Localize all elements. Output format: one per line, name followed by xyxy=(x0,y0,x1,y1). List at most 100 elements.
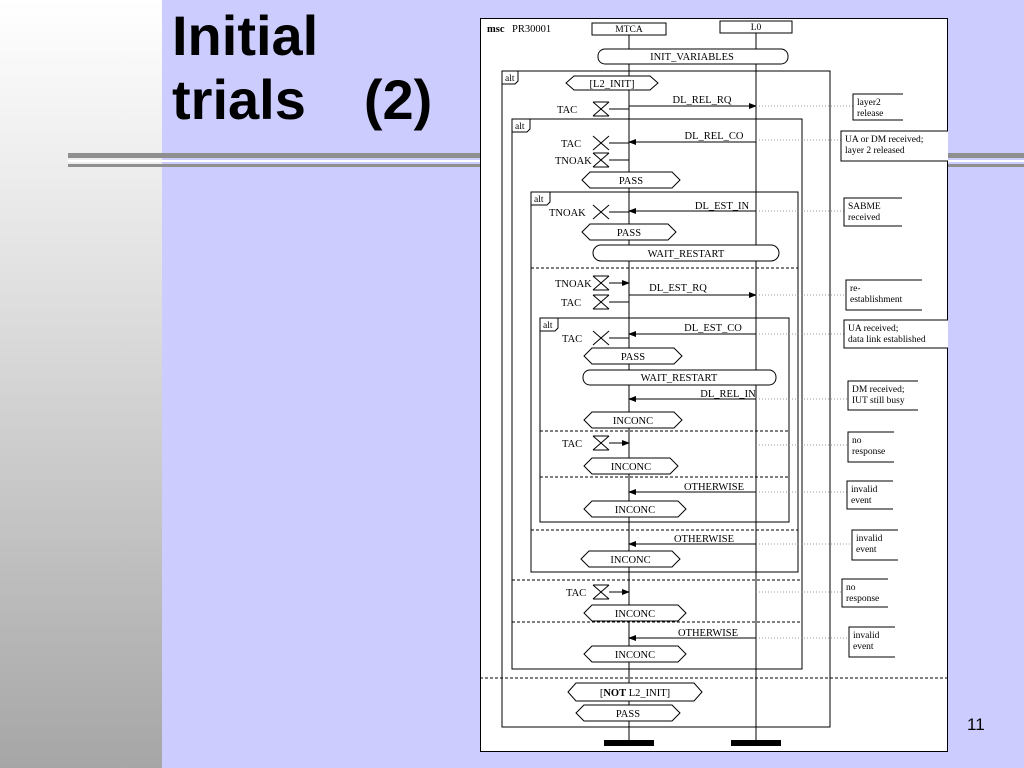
comment-text: event xyxy=(851,496,872,506)
comment-text: response xyxy=(846,594,879,604)
timer-set-icon: TAC xyxy=(566,584,630,600)
condition-pass-label: PASS xyxy=(619,176,643,187)
condition-init-variables-label: INIT_VARIABLES xyxy=(650,52,734,63)
condition-inconc: INCONC xyxy=(583,411,683,429)
comment-text: invalid xyxy=(851,485,878,495)
condition-l2-init: [L2_INIT] xyxy=(565,75,659,91)
message-label: OTHERWISE xyxy=(678,628,738,639)
message-label: DL_EST_IN xyxy=(695,201,750,212)
alt-label-4: alt xyxy=(543,321,553,331)
comment-text: DM received; xyxy=(852,385,905,395)
timer-timeout-icon: TAC xyxy=(561,135,629,151)
message-label: DL_REL_RQ xyxy=(673,95,732,106)
timer-set-icon: TNOAK xyxy=(555,275,630,291)
alt-frame-3 xyxy=(530,191,799,573)
condition-pass: PASS xyxy=(581,171,681,189)
condition-not-l2-init-label: [NOT L2_INIT] xyxy=(600,688,670,699)
slide-left-strip xyxy=(0,0,162,768)
alt-frame-4 xyxy=(539,317,790,523)
page-number: 11 xyxy=(967,715,985,734)
condition-inconc: INCONC xyxy=(583,604,687,622)
comment-box: UA or DM received;layer 2 released xyxy=(756,130,948,162)
condition-pass: PASS xyxy=(575,704,681,722)
timer-label: TNOAK xyxy=(549,208,586,219)
timer-timeout-icon: TNOAK xyxy=(549,204,629,220)
slide-title: Initial trials(2) xyxy=(172,4,432,132)
message-label: OTHERWISE xyxy=(684,482,744,493)
timer-label: TAC xyxy=(561,139,581,150)
condition-inconc-label: INCONC xyxy=(610,555,650,566)
comment-text: SABME xyxy=(848,202,881,212)
comment-box: UA received;data link established xyxy=(756,319,948,349)
alt-label-3: alt xyxy=(534,195,544,205)
comment-text: UA received; xyxy=(848,324,898,334)
alt-frame-2 xyxy=(511,118,803,670)
condition-wait-restart xyxy=(582,369,777,386)
condition-inconc-label: INCONC xyxy=(615,609,655,620)
condition-wait-restart-label: WAIT_RESTART xyxy=(648,249,725,260)
condition-inconc-label: INCONC xyxy=(615,505,655,516)
message-label: DL_REL_IN xyxy=(700,389,756,400)
title-word: trials xyxy=(172,68,306,131)
timer-set-icon: TAC xyxy=(562,435,630,451)
timer-label: TAC xyxy=(557,105,577,116)
condition-inconc: INCONC xyxy=(583,645,687,663)
message-label: OTHERWISE xyxy=(674,534,734,545)
comment-text: UA or DM received; xyxy=(845,135,923,145)
timer-label: TNOAK xyxy=(555,156,592,167)
timer-set-icon: TAC xyxy=(561,294,629,310)
condition-pass: PASS xyxy=(583,347,683,365)
condition-wait-restart xyxy=(592,244,780,262)
comment-text: invalid xyxy=(853,631,880,641)
condition-init-variables xyxy=(597,48,789,65)
condition-inconc: INCONC xyxy=(580,550,681,568)
comment-text: re- xyxy=(850,284,861,294)
comment-box: DM received;IUT still busy xyxy=(756,380,918,411)
timer-label: TNOAK xyxy=(555,279,592,290)
condition-wait-restart-label: WAIT_RESTART xyxy=(641,373,718,384)
comment-text: event xyxy=(856,545,877,555)
title-number: (2) xyxy=(363,68,433,131)
instance-end-mtca xyxy=(604,740,654,746)
alt-label-outer: alt xyxy=(505,74,515,84)
timer-label: TAC xyxy=(562,439,582,450)
instance-name-l0: L0 xyxy=(751,23,762,33)
timer-timeout-icon: TAC xyxy=(562,330,629,346)
alt-frame-outer xyxy=(501,70,831,728)
condition-l2-init-label: [L2_INIT] xyxy=(590,79,635,90)
comment-text: IUT still busy xyxy=(852,396,905,406)
condition-inconc-label: INCONC xyxy=(613,416,653,427)
condition-pass-label: PASS xyxy=(616,709,640,720)
msc-name: PR30001 xyxy=(512,24,551,35)
comment-box: re-establishment xyxy=(756,279,922,311)
condition-inconc-label: INCONC xyxy=(611,462,651,473)
instance-end-l0 xyxy=(731,740,781,746)
alt-label-2: alt xyxy=(515,122,525,132)
timer-label: TAC xyxy=(562,334,582,345)
comment-text: layer2 xyxy=(857,98,881,108)
condition-inconc-label: INCONC xyxy=(615,650,655,661)
comment-text: event xyxy=(853,642,874,652)
condition-pass: PASS xyxy=(581,223,677,241)
timer-label: TAC xyxy=(561,298,581,309)
condition-inconc: INCONC xyxy=(583,457,679,475)
comment-text: establishment xyxy=(850,295,903,305)
message-label: DL_EST_CO xyxy=(684,323,742,334)
comment-text: received xyxy=(848,213,880,223)
comment-text: no xyxy=(852,436,862,446)
condition-pass-label: PASS xyxy=(617,228,641,239)
condition-not-l2-init: [NOT L2_INIT] xyxy=(567,682,703,702)
comment-text: release xyxy=(857,109,883,119)
comment-text: invalid xyxy=(856,534,883,544)
message-label: DL_EST_RQ xyxy=(649,283,707,294)
condition-inconc: INCONC xyxy=(583,500,687,518)
msc-keyword: msc xyxy=(487,24,505,35)
timer-set-icon: TNOAK xyxy=(555,152,629,168)
comment-text: layer 2 released xyxy=(845,146,905,156)
